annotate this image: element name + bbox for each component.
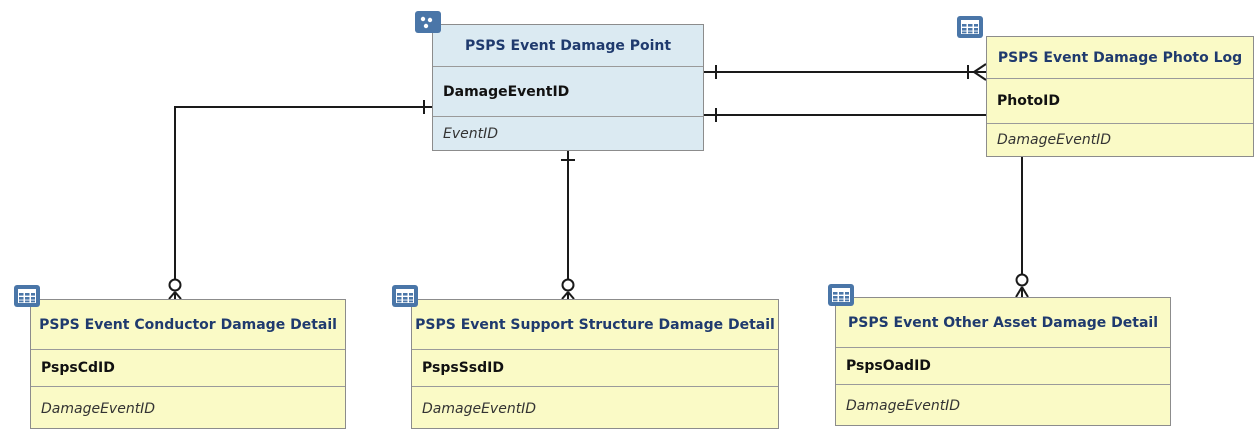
- zero-marker-supportstructure: [561, 278, 575, 292]
- entity-other-asset-damage-detail[interactable]: PSPS Event Other Asset Damage Detail Psp…: [835, 297, 1171, 426]
- feature-class-icon: [415, 11, 441, 33]
- foreign-key-field: DamageEventID: [422, 400, 537, 417]
- table-icon: [14, 285, 40, 307]
- table-icon: [828, 284, 854, 306]
- entity-title: PSPS Event Damage Point: [433, 25, 703, 67]
- entity-title: PSPS Event Other Asset Damage Detail: [836, 298, 1170, 348]
- primary-key-field: DamageEventID: [433, 67, 703, 117]
- foreign-key-field: DamageEventID: [41, 400, 156, 417]
- relationship-point-conductor: [168, 100, 432, 300]
- zero-marker-conductor: [168, 278, 182, 292]
- entity-conductor-damage-detail[interactable]: PSPS Event Conductor Damage Detail PspsC…: [30, 299, 346, 429]
- entity-support-structure-damage-detail[interactable]: PSPS Event Support Structure Damage Deta…: [411, 299, 779, 429]
- relationship-point-supportstructure: [561, 150, 575, 300]
- entity-title: PSPS Event Damage Photo Log: [987, 37, 1253, 79]
- entity-damage-point[interactable]: PSPS Event Damage Point DamageEventID Ev…: [432, 24, 704, 151]
- entity-damage-photo-log[interactable]: PSPS Event Damage Photo Log PhotoID Dama…: [986, 36, 1254, 157]
- primary-key-field: PspsOadID: [836, 348, 1170, 385]
- table-icon: [392, 285, 418, 307]
- relationship-photolog-otherasset: [1015, 156, 1029, 298]
- zero-marker-otherasset: [1015, 273, 1029, 287]
- foreign-key-field: EventID: [443, 125, 499, 142]
- entity-title: PSPS Event Support Structure Damage Deta…: [412, 300, 778, 350]
- foreign-key-field: DamageEventID: [846, 398, 961, 414]
- primary-key-field: PspsCdID: [31, 350, 345, 387]
- primary-key-field: PspsSsdID: [412, 350, 778, 387]
- table-icon: [957, 16, 983, 38]
- relationship-point-photolog-one: [704, 108, 986, 122]
- relationship-point-photolog-many: [704, 63, 987, 81]
- entity-title: PSPS Event Conductor Damage Detail: [31, 300, 345, 350]
- foreign-key-field: DamageEventID: [997, 132, 1112, 148]
- primary-key-field: PhotoID: [987, 79, 1253, 124]
